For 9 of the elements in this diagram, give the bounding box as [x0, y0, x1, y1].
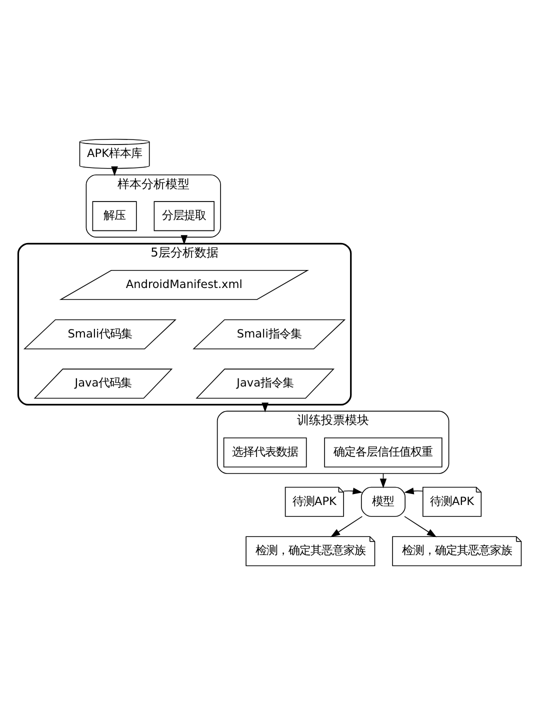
- node-box: 解压: [92, 200, 137, 231]
- node-box: 分层提取: [154, 200, 214, 231]
- arrow: [343, 487, 363, 494]
- arrow: [404, 516, 437, 537]
- node-box: 模型: [361, 486, 406, 516]
- arrow: [330, 516, 363, 537]
- arrow: [404, 487, 424, 494]
- node-box: 确定各层信任值权重: [324, 436, 442, 467]
- node-box: 选择代表数据: [223, 436, 307, 467]
